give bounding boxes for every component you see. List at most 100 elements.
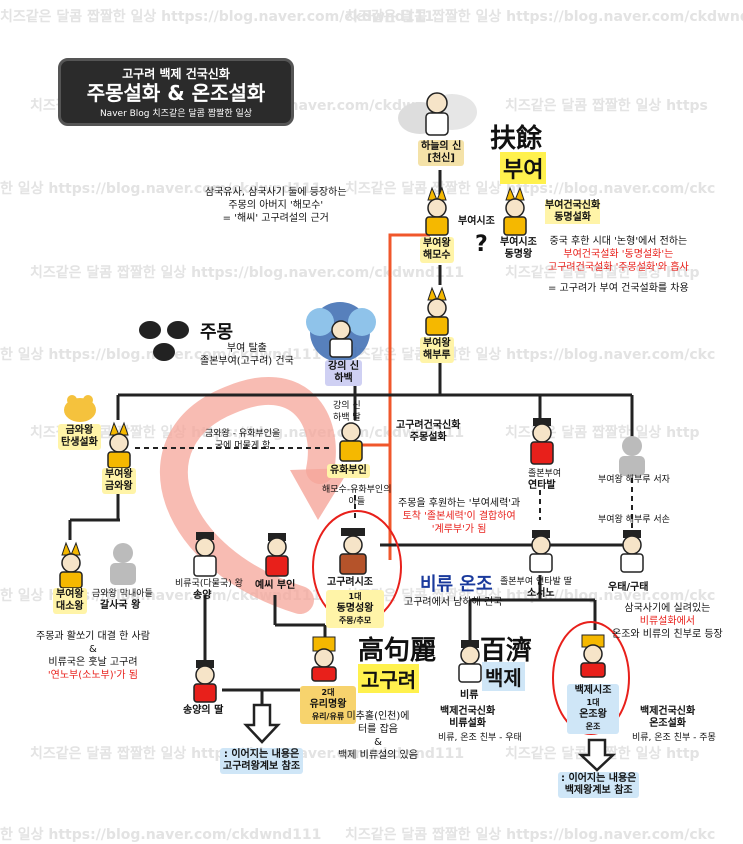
songyang-figure (193, 532, 217, 577)
uthae-note-line1: 삼국사기에 실려있는 (624, 603, 711, 614)
jumong-figure (339, 528, 367, 575)
haemosu-yuhwa-line1: 해모수-유화부인의 (322, 485, 392, 495)
buyeo-myth-line2: 동명설화 (554, 212, 591, 223)
geumwa-birth-label: 금와왕 탄생설화 (58, 424, 101, 450)
heaven-god-line2: [천신] (427, 153, 455, 164)
geumwa-yuhwa-note: 금와왕 - 유화부인을 궁에 머물게 함 (205, 428, 280, 452)
continue-goguryeo-line1: : 이어지는 내용은 (223, 749, 300, 760)
biryu-myth-line1: 백제건국신화 (440, 706, 496, 717)
continue-arrow-icon (243, 703, 281, 744)
geumwa-line2: 금와왕 (105, 481, 133, 492)
jumong-name: 동명성왕 (336, 603, 374, 614)
uthae-note: 삼국사기에 실려있는 비류설화에서 온조와 비류의 친부로 등장 (612, 602, 723, 641)
frog-eye (83, 395, 93, 405)
river-god-line1: 강의 신 (328, 361, 360, 372)
haeburu-line1: 부여왕 (423, 338, 451, 349)
galsaguk-label: 갈사국 왕 (100, 600, 141, 611)
jumong-sosono-line1: 주몽을 후원하는 '부여세력'과 (398, 498, 521, 509)
watermark: 치즈같은 달콤 짭짤한 일상 https://blog.naver.com/ck… (345, 181, 716, 197)
daeso-line2: 대소왕 (56, 601, 84, 612)
sosono-label: 소서노 (527, 588, 555, 599)
river-god-figure (329, 320, 353, 358)
turtle-icon (139, 321, 189, 361)
daeso-note: 주몽과 활쏘기 대결 한 사람 & 비류국은 훗날 고구려 '연노부(소노부)'… (36, 630, 150, 682)
goguryeo-hanja: 高句麗 (358, 636, 437, 666)
jumong-heading: 주몽 (200, 322, 234, 343)
baekje-hanja: 百濟 (480, 636, 533, 666)
geumwa-yuhwa-line1: 금와왕 - 유화부인을 (205, 429, 281, 439)
haemosu-line1: 부여왕 (423, 238, 451, 249)
yuri-label: 2대 유리명왕 유리/유류 (300, 686, 356, 724)
watermark: 치즈같은 달콤 짭짤한 일상 https (505, 98, 708, 114)
goguryeo-myth-line2: 주몽설화 (409, 432, 447, 443)
michuhol-line4: 백제 비류설의 있음 (338, 750, 418, 761)
dongmyeong-note: 중국 후한 시대 '논형'에서 전하는 부여건국설화 '동명설화'는 고구려건국… (548, 235, 689, 295)
watermark: 한 일상 https://blog.naver.com/ckdwnd111 (0, 827, 322, 843)
haemosu-label: 부여왕 해모수 (420, 237, 454, 263)
yuri-name: 유리명왕 (309, 699, 347, 710)
haemosu-line2: 해모수 (423, 250, 451, 261)
river-god-line2: 하백 (334, 373, 353, 384)
jumong-sosono-line3: '계루부'가 됨 (431, 524, 487, 535)
biryu-onjo-heading: 비류 온조 (420, 574, 493, 595)
geumwa-birth-line1: 금와왕 (65, 425, 94, 436)
onjo-myth-line2: 온조설화 (649, 718, 686, 729)
watermark: 치즈같은 달콤 짭짤한 일상 http (505, 265, 700, 281)
watermark: 치즈같은 달콤 짭짤한 일상 https://blog.naver.com/ck… (345, 9, 743, 25)
buyeo-korean: 부여 (500, 152, 547, 184)
dongmyeong-figure (503, 186, 527, 236)
onjo-myth-line1: 백제건국신화 (640, 706, 696, 717)
watermark: 치즈같은 달콤 짭짤한 일상 https://blog.naver.com/ck… (0, 9, 435, 25)
haemosu-note: 삼국유사, 삼국사기 둘에 등장하는 주몽의 아버지 '해모수' = '해씨' … (205, 186, 347, 225)
jumong-note-line2: 졸본부여(고구려) 건국 (200, 356, 294, 367)
title-line2: 주몽설화 & 온조설화 (86, 81, 266, 105)
onjo-myth-sub: 비류, 온조 친부 - 주몽 (632, 733, 716, 743)
jumong-note-line1: 부여 탈출 (226, 343, 267, 354)
yuhwa-label: 유화부인 (327, 464, 370, 478)
uthae-figure (620, 530, 644, 573)
jumong-top: 고구려시조 (327, 577, 373, 588)
haemosu-figure (425, 186, 449, 236)
haemosu-note-line2: 주몽의 아버지 '해모수' (228, 200, 324, 211)
geumwa-label: 부여왕 금와왕 (102, 468, 136, 494)
dongmyeong-note-line4: = 고구려가 부여 건국설화를 차용 (548, 283, 689, 294)
daeso-note-line2: & (89, 644, 97, 655)
watermark: 치즈같은 달콤 짭짤한 일상 https://blog.naver.com/ck… (345, 588, 716, 604)
michuhol-line1: 미추홀(인천)에 (346, 711, 410, 722)
jumong-sosono-note: 주몽을 후원하는 '부여세력'과 토착 '졸본세력'이 결합하여 '계루부'가 … (398, 497, 520, 536)
haeburu-line2: 해부루 (423, 350, 451, 361)
biryu-myth-label: 백제건국신화 비류설화 (440, 706, 495, 730)
heaven-god-figure (425, 92, 449, 136)
onjo-label: 백제시조 1대 온조왕 온조 (567, 684, 619, 734)
title-box: 고구려 백제 건국신화 주몽설화 & 온조설화 Naver Blog 치즈같은 … (58, 58, 294, 126)
habaek-daughter-line2: 하백 딸 (333, 413, 361, 423)
yuri-figure (311, 636, 337, 682)
geumwa-line1: 부여왕 (105, 469, 133, 480)
uthae-note-line3: 온조와 비류의 친부로 등장 (612, 629, 723, 640)
haemosu-yuhwa-son: 해모수-유화부인의 아들 (322, 484, 392, 508)
continue-baekje-line1: : 이어지는 내용은 (561, 773, 637, 784)
orange-lineage-line (388, 233, 430, 560)
baekje-korean: 백제 (482, 662, 525, 691)
jumong-sosono-line2: 토착 '졸본세력'이 결합하여 (402, 511, 516, 522)
daeso-label: 부여왕 대소왕 (53, 588, 87, 614)
biryu-myth-line2: 비류설화 (449, 718, 486, 729)
yeontabal-top: 졸본부여 (528, 469, 562, 479)
heaven-god-line1: 하늘의 신 (421, 141, 462, 152)
habaek-daughter-label: 강의 신 하백 딸 (333, 400, 361, 424)
songyang-top: 비류국(다물국) 왕 (175, 579, 243, 589)
haeburu-figure (425, 286, 449, 336)
galsaguk-top: 금와왕 막내아들 (92, 589, 153, 599)
watermark: 한 일상 https://blog.naver.com/ckdwnd111 (0, 181, 322, 197)
watermark: 치즈같은 달콤 짭짤한 일상 https://blog.naver.com/ck… (345, 827, 716, 843)
onjo-name: 온조왕 (579, 709, 607, 720)
haemosu-yuhwa-line2: 아들 (348, 497, 366, 507)
haemosu-note-line3: = '해씨' 고구려설의 근거 (222, 213, 329, 224)
continue-baekje: : 이어지는 내용은 백제왕계보 참조 (558, 772, 640, 798)
yuri-gen: 2대 (321, 688, 335, 697)
michuhol-line3: & (374, 737, 382, 748)
onjo-highlight-circle (552, 621, 630, 735)
onjo-gen: 1대 (586, 698, 600, 707)
uthae-note-line2: 비류설화에서 (639, 616, 695, 627)
